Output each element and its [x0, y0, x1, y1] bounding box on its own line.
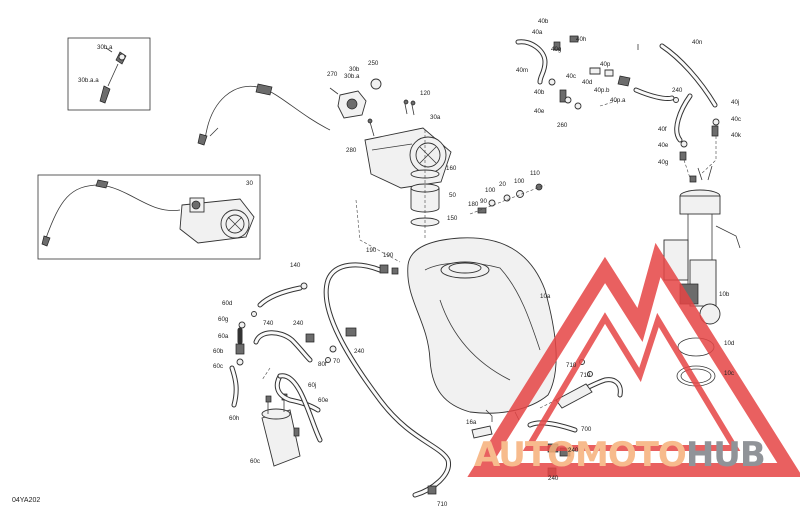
- label: 90: [480, 198, 487, 205]
- label: 40h: [576, 36, 587, 43]
- label: 20: [499, 181, 506, 188]
- watermark-logo: AUTOMOTOHUB: [467, 242, 800, 477]
- label: 60c: [250, 458, 260, 465]
- label: 710: [580, 372, 591, 379]
- part-labels: 30b.a 30b.a.a 270 30b 250 30b.a 120 30a …: [12, 18, 742, 508]
- label: 30b.a.a: [78, 77, 99, 84]
- watermark-auto: AUTO: [474, 435, 575, 475]
- label: 60d: [222, 300, 233, 307]
- label: 40p.a: [610, 97, 626, 104]
- label: 40a: [532, 29, 543, 36]
- label: 240: [672, 87, 683, 94]
- label: 240: [293, 320, 304, 327]
- label: 140: [290, 262, 301, 269]
- label: 30b.a: [97, 44, 113, 51]
- label: 40p.b: [594, 87, 610, 94]
- label: 40e: [658, 142, 669, 149]
- label: 60b: [213, 348, 224, 355]
- label: 40p: [600, 61, 611, 68]
- label: 10b: [719, 291, 730, 298]
- hoses-40-series: [515, 35, 720, 179]
- label: 160: [446, 165, 457, 172]
- label: 40g: [551, 46, 562, 53]
- label: 60j: [308, 382, 316, 389]
- watermark-moto: MOTO: [575, 435, 686, 475]
- label: 100: [514, 178, 525, 185]
- inset-pump-assembly: [41, 179, 255, 247]
- label: 700: [581, 426, 592, 433]
- label: 30b.a: [344, 73, 360, 80]
- label: 710: [437, 501, 448, 508]
- bracket-30a: [364, 127, 452, 189]
- label: 710: [566, 362, 577, 369]
- sensor-part: [99, 47, 127, 104]
- label: 16a: [466, 419, 477, 426]
- vent-hoses: [229, 282, 357, 443]
- canister-60c: [261, 393, 301, 467]
- label: 30b: [349, 66, 360, 73]
- label: 740: [263, 320, 274, 327]
- label: 10d: [724, 340, 735, 347]
- label: 40c: [566, 73, 576, 80]
- small-fittings: [469, 183, 546, 215]
- label: 250: [368, 60, 379, 67]
- label: 180: [468, 201, 479, 208]
- label: 40b: [538, 18, 549, 25]
- label: 60c: [213, 363, 223, 370]
- label: 30a: [430, 114, 441, 121]
- label: 270: [327, 71, 338, 78]
- label: 40j: [731, 99, 739, 106]
- label: 40g: [658, 159, 669, 166]
- label: 260: [557, 122, 568, 129]
- label: 40d: [582, 79, 593, 86]
- label: 10a: [540, 293, 551, 300]
- filler-hoses: [471, 359, 623, 477]
- label: 150: [447, 215, 458, 222]
- label: 40c: [731, 116, 741, 123]
- diagram-code: 04YA202: [12, 497, 40, 504]
- label: 60g: [218, 316, 229, 323]
- inset-label-30: 30: [246, 180, 253, 187]
- label: 190: [383, 252, 394, 259]
- watermark-text: AUTOMOTOHUB: [474, 435, 765, 475]
- label: 240: [548, 475, 559, 482]
- label: 240: [568, 447, 579, 454]
- label: 190: [366, 247, 377, 254]
- sensor-250: [329, 78, 382, 119]
- label: 60e: [318, 397, 329, 404]
- label: 40m: [516, 67, 528, 74]
- label: 120: [420, 90, 431, 97]
- label: 40k: [731, 132, 742, 139]
- label: 70: [333, 358, 340, 365]
- screws: [367, 99, 416, 137]
- fuel-tank: [407, 237, 557, 422]
- label: 40b: [534, 89, 545, 96]
- label: 280: [346, 147, 357, 154]
- fuel-line: [323, 262, 451, 498]
- label: 60a: [218, 333, 229, 340]
- sender-wire-harness: [197, 83, 331, 146]
- label: 80f: [318, 361, 327, 368]
- label: 40n: [692, 39, 703, 46]
- label: 10c: [724, 370, 734, 377]
- label: 40f: [658, 126, 667, 133]
- watermark-hub: HUB: [686, 435, 765, 475]
- label: 110: [530, 170, 540, 177]
- label: 240: [354, 348, 365, 355]
- label: 60h: [229, 415, 240, 422]
- label: 50: [449, 192, 456, 199]
- label: 40e: [534, 108, 545, 115]
- label: 100: [485, 187, 496, 194]
